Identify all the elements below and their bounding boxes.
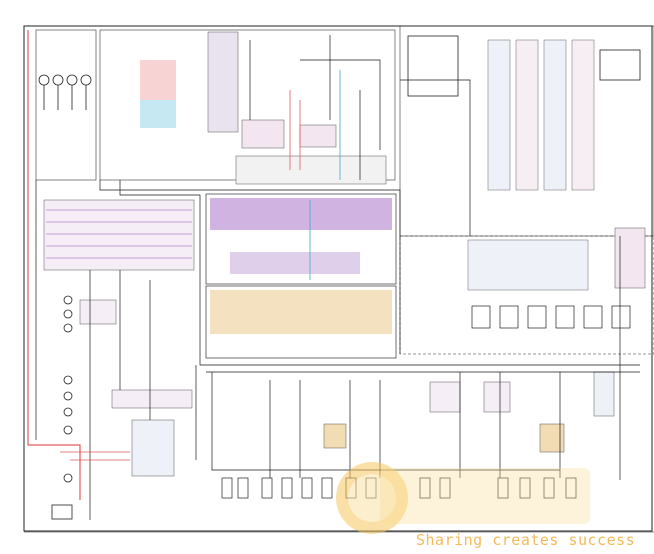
- pink-module: [140, 60, 176, 100]
- sheet-border: [23, 25, 653, 532]
- bus-lines-left: [46, 209, 192, 259]
- connector-left-lower: [79, 299, 117, 325]
- cyan-module: [140, 100, 176, 128]
- terminal-block-lower-center-2: [483, 381, 511, 413]
- connector-block-c: [299, 124, 337, 148]
- relay-top-right: [599, 49, 641, 81]
- trunk-wires: [35, 35, 640, 520]
- connector-pins-right: [471, 305, 631, 329]
- watermark-text: Sharing creates success: [416, 531, 636, 549]
- connector-block-d: [235, 155, 387, 185]
- signal-wires-colored: [60, 70, 341, 461]
- tan-ecm-frame: [205, 285, 397, 359]
- bus-panel-left: [43, 199, 195, 271]
- connector-mid-bottom: [323, 423, 347, 449]
- terminal-block-bottom-right: [593, 371, 615, 417]
- connector-right-bottom: [539, 423, 565, 453]
- ecm-frame: [205, 193, 397, 285]
- connector-bottom-left: [111, 389, 193, 409]
- terminal-block-lower-center: [429, 381, 461, 413]
- region-top-left: [35, 29, 97, 181]
- terminal-strip-right: [467, 239, 589, 291]
- watermark-logo: [336, 462, 408, 534]
- lavender-ecm-panel: [210, 198, 392, 230]
- red-harness-line: [27, 30, 81, 500]
- module-far-right: [614, 227, 646, 289]
- connector-block-b: [241, 119, 285, 149]
- sensor-group-left-lower: [51, 295, 73, 520]
- watermark-logo-inner: [348, 474, 396, 522]
- watermark-banner: [380, 468, 590, 524]
- fuse-box-top-right: [407, 35, 459, 97]
- connector-bottom-center-left: [131, 419, 175, 477]
- terminal-columns-top-right: [487, 39, 595, 191]
- tan-ecm-panel: [210, 290, 392, 334]
- lavender-ecm-panel-lower: [230, 252, 360, 274]
- sensor-group-top-left: [38, 74, 92, 110]
- connector-block-a: [207, 31, 239, 133]
